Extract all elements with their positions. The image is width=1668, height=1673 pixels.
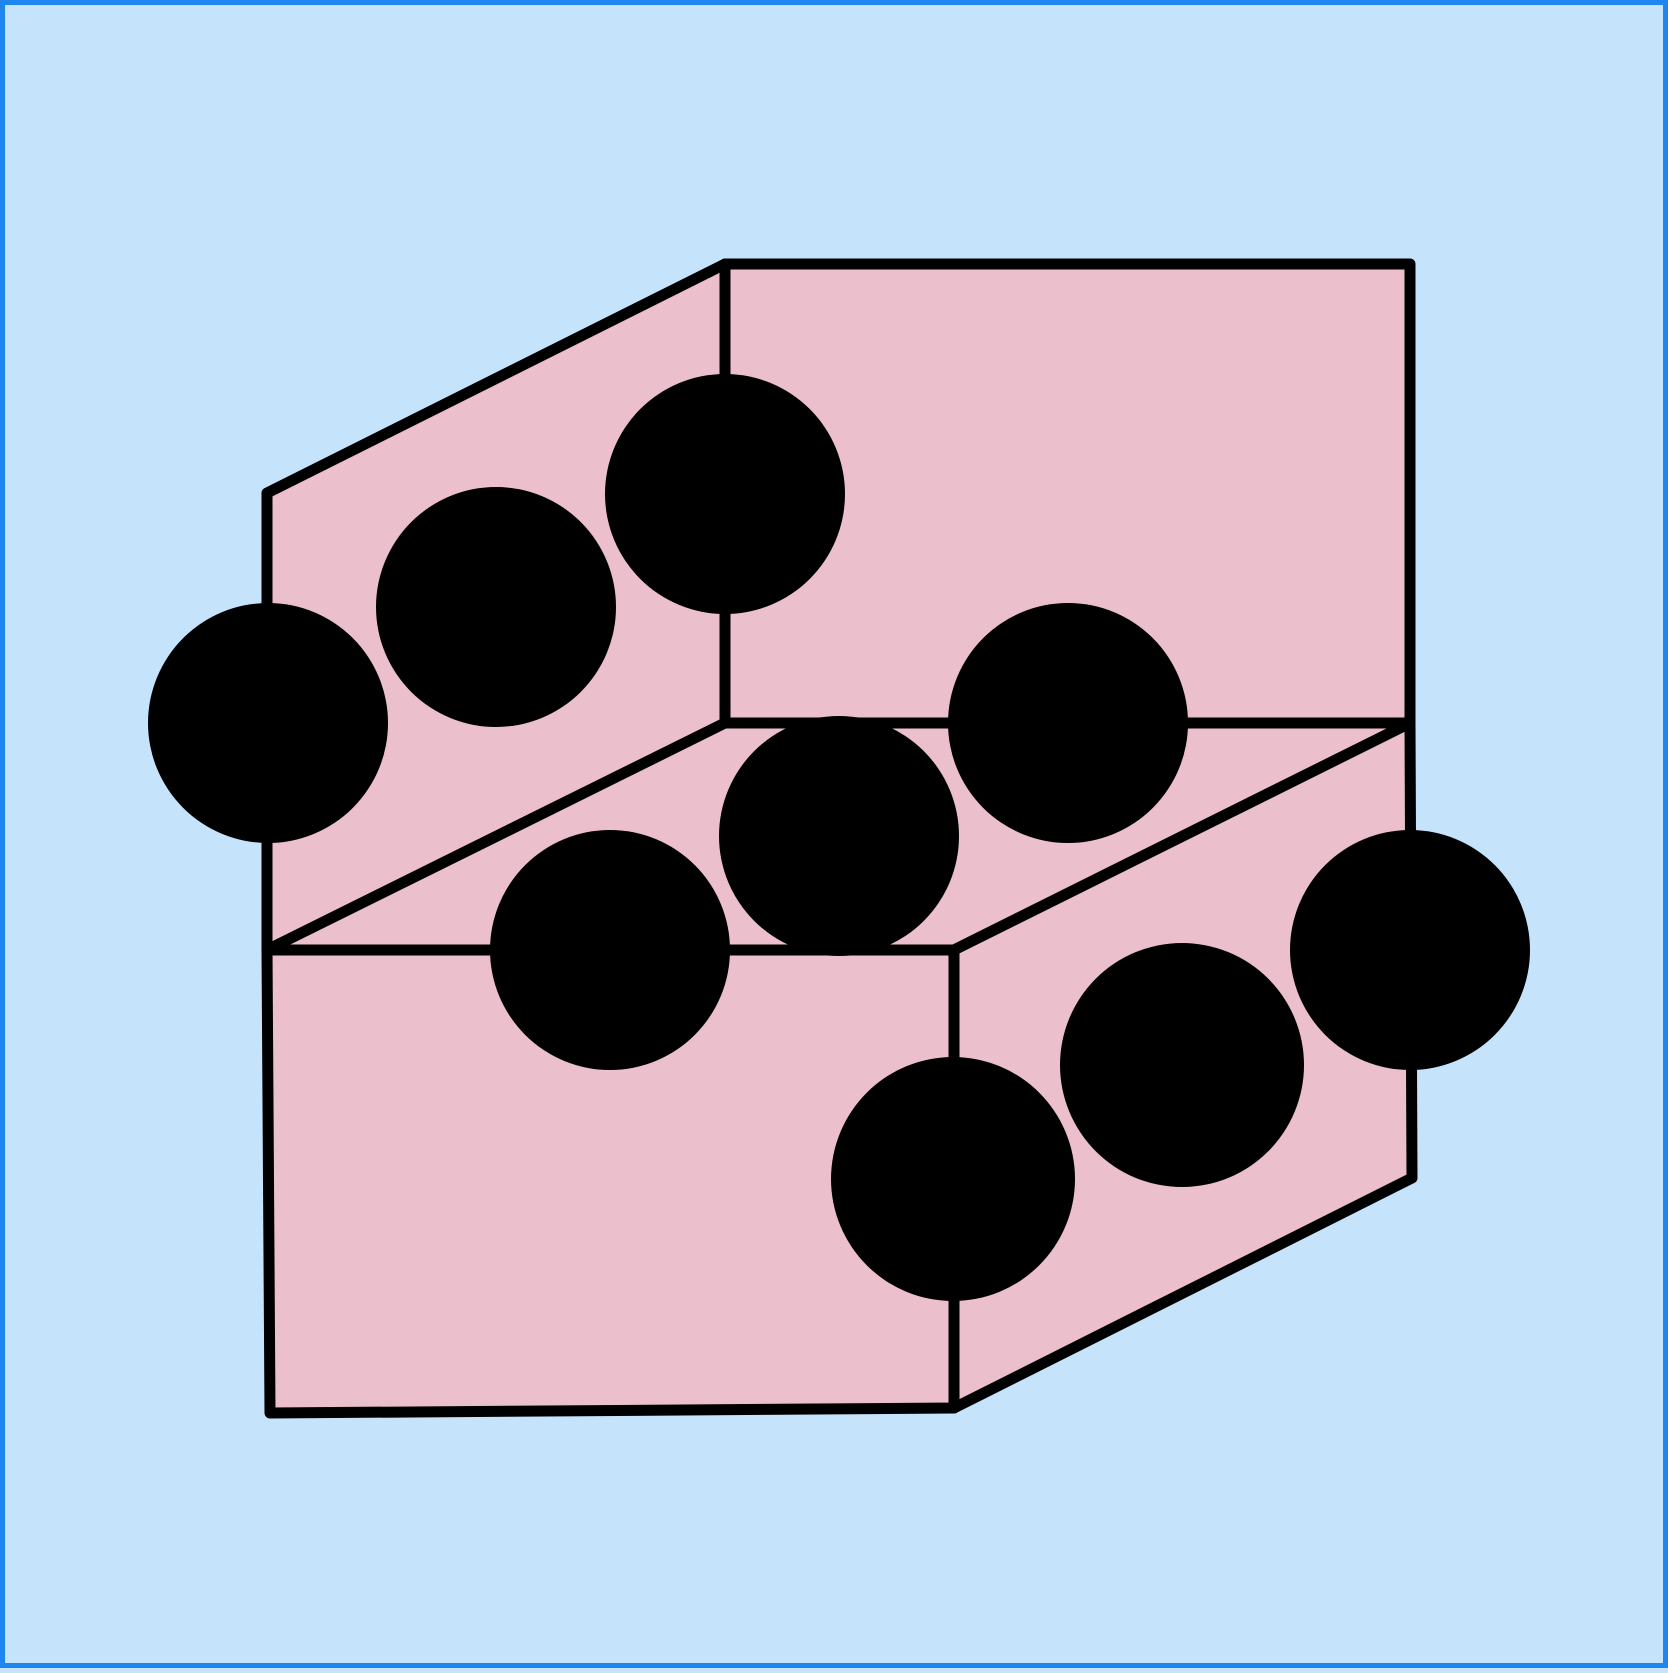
dot (148, 603, 388, 843)
dot (831, 1057, 1075, 1301)
stepped-block-figure (148, 258, 1530, 1419)
dot (948, 603, 1188, 843)
dot (605, 374, 845, 614)
dot (719, 716, 959, 956)
dot (1060, 943, 1304, 1187)
dot (490, 830, 730, 1070)
dot (1290, 830, 1530, 1070)
dot (376, 487, 616, 727)
